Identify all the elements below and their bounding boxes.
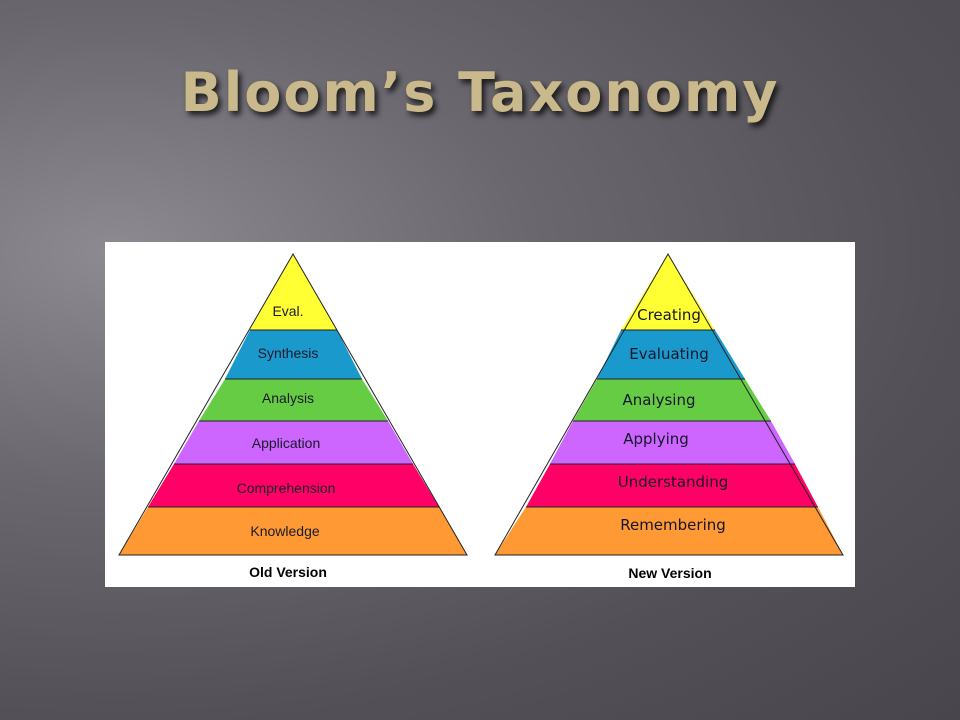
pyramids-svg: Eval. Synthesis Analysis Application Com…	[118, 253, 844, 581]
old-level-1-band	[250, 254, 337, 330]
new-version-caption: New Version	[628, 565, 711, 581]
old-level-3-band	[199, 379, 388, 421]
old-level-6-label: Knowledge	[250, 523, 319, 539]
new-level-2-band	[597, 330, 745, 379]
old-level-4-label: Application	[252, 435, 321, 451]
new-pyramid: Creating Evaluating Analysing Applying U…	[494, 253, 844, 581]
new-level-2-label: Evaluating	[629, 345, 709, 363]
new-level-6-label: Remembering	[620, 516, 726, 534]
old-version-caption: Old Version	[249, 564, 327, 580]
old-pyramid: Eval. Synthesis Analysis Application Com…	[118, 253, 468, 580]
new-level-3-label: Analysing	[622, 391, 695, 409]
new-level-5-label: Understanding	[618, 473, 729, 491]
old-level-3-label: Analysis	[262, 390, 314, 406]
new-level-3-band	[573, 379, 771, 421]
new-level-4-label: Applying	[623, 430, 689, 448]
new-level-5-band	[526, 464, 818, 507]
old-level-6-band	[119, 507, 467, 555]
old-level-2-band	[225, 330, 362, 379]
old-level-4-band	[174, 421, 413, 464]
old-level-5-label: Comprehension	[237, 480, 336, 496]
old-level-2-label: Synthesis	[258, 345, 319, 361]
new-level-6-band	[495, 507, 843, 555]
taxonomy-figure: Eval. Synthesis Analysis Application Com…	[105, 242, 855, 587]
new-level-1-label: Creating	[637, 306, 701, 324]
new-level-1-band	[621, 254, 715, 330]
old-level-1-label: Eval.	[272, 303, 303, 319]
old-level-5-band	[148, 464, 439, 507]
new-level-4-band	[550, 421, 795, 464]
slide-title: Bloom’s Taxonomy	[180, 61, 780, 124]
